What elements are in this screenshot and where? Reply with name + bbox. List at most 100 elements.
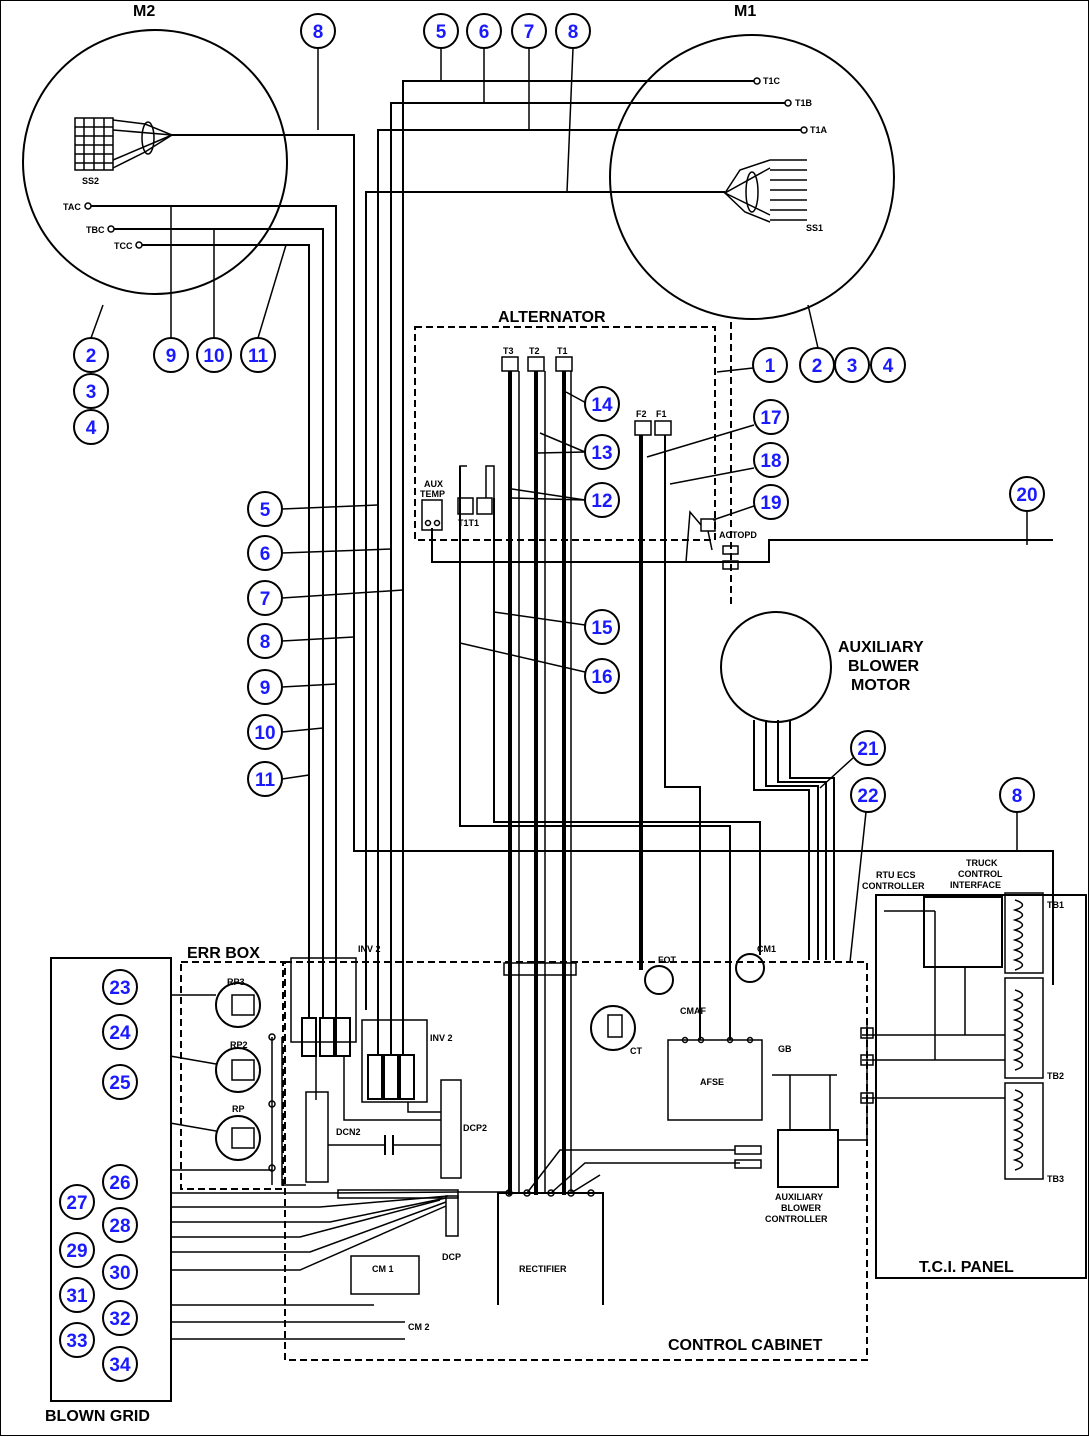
callout-circle (753, 484, 789, 520)
m1-label: M1 (734, 3, 756, 20)
callout-number: 8 (313, 22, 324, 43)
afse-label: AFSE (700, 1077, 724, 1087)
ss1-sensor-icon (723, 159, 807, 223)
err-box-label: ERR BOX (187, 945, 260, 962)
callout-14: 14 (584, 386, 620, 422)
t1c-label: T1C (763, 76, 781, 86)
callout-26: 26 (102, 1164, 138, 1200)
callout-number: 26 (109, 1173, 130, 1194)
callout-33: 33 (59, 1322, 95, 1358)
callout-18: 18 (753, 442, 789, 478)
aux-blower-controller-label-3: CONTROLLER (765, 1214, 828, 1224)
callout-number: 3 (86, 382, 97, 403)
alternator-output-wires (431, 371, 1053, 1195)
callout-29: 29 (59, 1232, 95, 1268)
callout-number: 23 (109, 978, 130, 999)
callout-number: 33 (66, 1331, 87, 1352)
callout-circle (102, 1164, 138, 1200)
callout-circle (555, 13, 591, 49)
t3-label: T3 (503, 346, 514, 356)
callout-32: 32 (102, 1300, 138, 1336)
callout-circle (752, 347, 788, 383)
callout-circle (247, 535, 283, 571)
callout-8: 8 (999, 777, 1035, 813)
dcp2-label: DCP2 (463, 1123, 487, 1133)
callout-12: 12 (584, 482, 620, 518)
callout-circle (247, 761, 283, 797)
callout-number: 7 (524, 22, 535, 43)
callout-11: 11 (247, 761, 283, 797)
callout-number: 25 (109, 1073, 131, 1094)
callout-number: 8 (260, 632, 271, 653)
callout-number: 8 (568, 22, 579, 43)
callout-7: 7 (247, 580, 283, 616)
ct-label: CT (630, 1046, 642, 1056)
tci-panel: T.C.I. PANEL RTU ECS CONTROLLER TRUCK CO… (838, 858, 1087, 1279)
gb-label: GB (778, 1044, 792, 1054)
callout-21: 21 (850, 730, 886, 766)
callout-circle (59, 1232, 95, 1268)
callout-1: 1 (752, 347, 788, 383)
callout-number: 18 (760, 451, 781, 472)
dcn2-label: DCN2 (336, 1127, 361, 1137)
f2-label: F2 (636, 409, 647, 419)
actopd-label: ACTOPD (719, 530, 757, 540)
callout-34: 34 (102, 1346, 138, 1382)
ct-icon (590, 1005, 636, 1051)
callout-circle (73, 373, 109, 409)
callout-19: 19 (753, 484, 789, 520)
callout-circle (584, 482, 620, 518)
callout-circle (59, 1184, 95, 1220)
callout-15: 15 (584, 609, 620, 645)
callout-4: 4 (870, 347, 906, 383)
callout-9: 9 (153, 337, 189, 373)
cm1-bottom-box (350, 1255, 420, 1295)
aux-blower-motor-label-3: MOTOR (851, 677, 911, 694)
rp2-resistor-icon (215, 1047, 261, 1093)
callout-number: 2 (86, 346, 97, 367)
inv2-a-label: INV 2 (358, 944, 381, 954)
callout-5: 5 (247, 491, 283, 527)
callout-11: 11 (240, 337, 276, 373)
fot-icon (644, 965, 674, 995)
tb3-label: TB3 (1047, 1174, 1064, 1184)
callout-number: 16 (591, 667, 612, 688)
callout-17: 17 (753, 399, 789, 435)
callout-circle (73, 409, 109, 445)
callout-number: 3 (847, 356, 858, 377)
m1-motor: M1 T1C T1B T1A SS1 (609, 3, 895, 320)
callout-3: 3 (834, 347, 870, 383)
dcp-label: DCP (442, 1252, 461, 1262)
tci-panel-label: T.C.I. PANEL (919, 1259, 1014, 1276)
callout-number: 32 (109, 1309, 130, 1330)
control-cabinet-label: CONTROL CABINET (668, 1337, 823, 1354)
callout-number: 22 (857, 786, 878, 807)
callout-3: 3 (73, 373, 109, 409)
callout-circle (1009, 476, 1045, 512)
callout-2: 2 (799, 347, 835, 383)
cm2-label: CM 2 (408, 1322, 430, 1332)
cm1-label: CM1 (757, 944, 776, 954)
callout-number: 31 (66, 1286, 88, 1307)
callout-9: 9 (247, 669, 283, 705)
auxiliary-blower-motor: AUXILIARY BLOWER MOTOR (720, 611, 924, 960)
rectifier-block (497, 1192, 604, 1305)
callout-number: 15 (591, 618, 613, 639)
callout-number: 6 (479, 22, 490, 43)
cm1-bottom-label: CM 1 (372, 1264, 394, 1274)
callout-number: 10 (254, 723, 275, 744)
ss1-label: SS1 (806, 223, 823, 233)
callout-circle (584, 609, 620, 645)
callout-10: 10 (196, 337, 232, 373)
rp3-resistor-icon (215, 982, 261, 1028)
callout-circle (300, 13, 336, 49)
callout-number: 10 (203, 346, 224, 367)
callout-10: 10 (247, 714, 283, 750)
tci-label-2: CONTROL (958, 869, 1003, 879)
aux-blower-motor-label-2: BLOWER (848, 658, 920, 675)
alternator-label: ALTERNATOR (498, 309, 606, 326)
callout-number: 5 (436, 22, 447, 43)
callout-number: 13 (591, 443, 612, 464)
callout-number: 29 (66, 1241, 87, 1262)
rp2-label: RP2 (230, 1040, 248, 1050)
